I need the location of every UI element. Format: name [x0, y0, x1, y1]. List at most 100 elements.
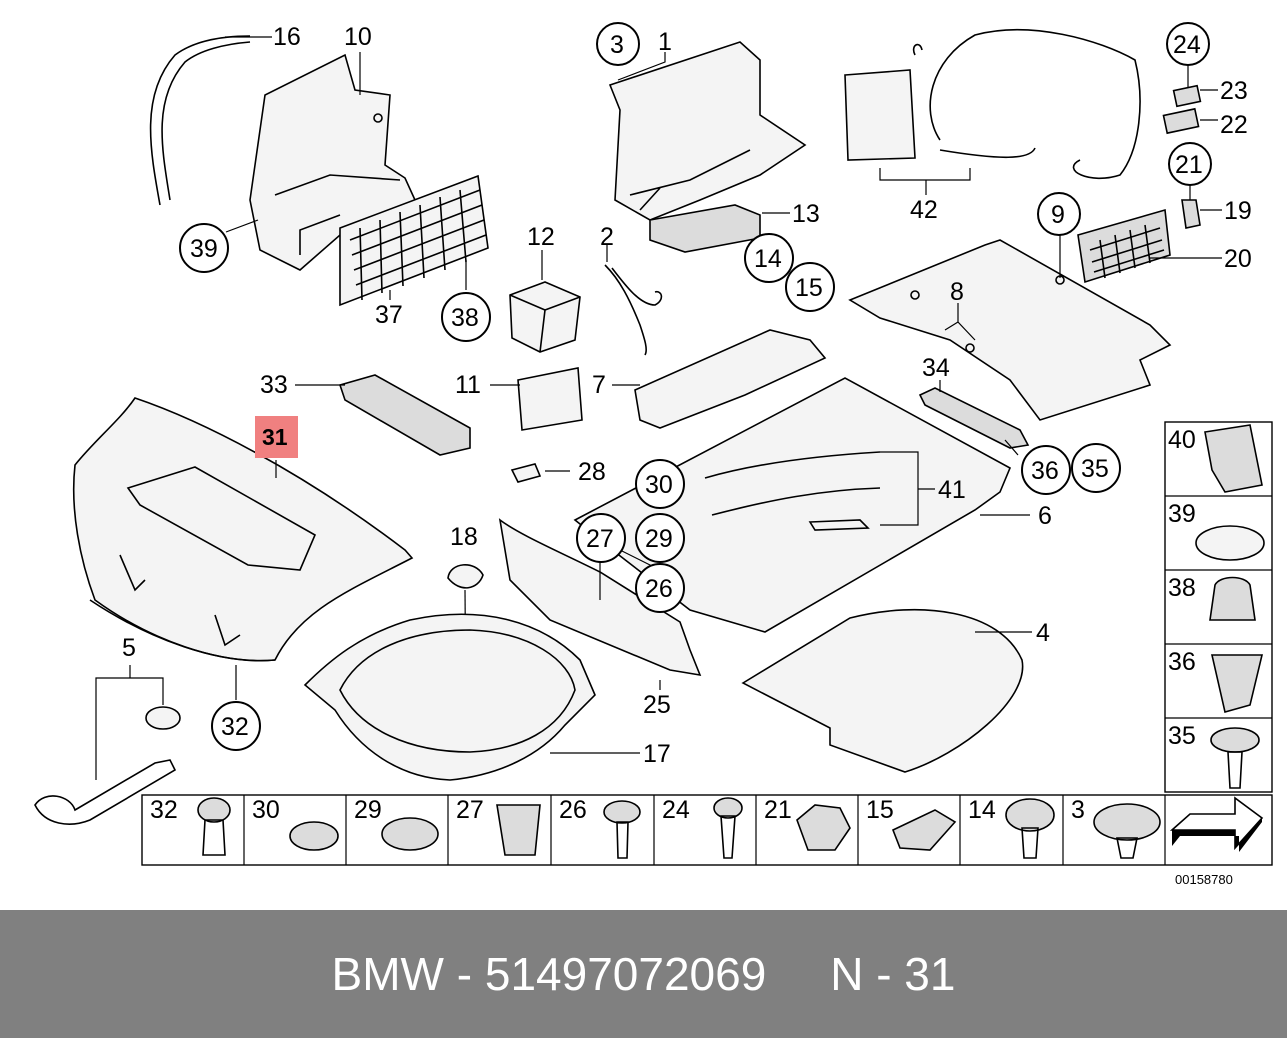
part-9-floor-panel [848, 239, 1172, 421]
part-12-tray [509, 281, 581, 353]
side-part-35-screw [1227, 751, 1243, 789]
part-31-lid-panel [72, 397, 414, 662]
part-17-wheel-well [303, 613, 596, 781]
label-15: 15 [795, 274, 823, 302]
strip-label-30: 30 [252, 796, 280, 824]
label-12: 12 [527, 223, 555, 251]
navigation-arrow-shadow [1172, 818, 1262, 852]
label-7: 7 [592, 371, 606, 399]
label-9: 9 [1051, 201, 1065, 229]
strip-label-21: 21 [764, 796, 792, 824]
part-41-strap-b [711, 487, 881, 516]
label-3: 3 [610, 31, 624, 59]
label-22: 22 [1220, 111, 1248, 139]
side-label-36: 36 [1168, 648, 1196, 676]
part-34-bracket [918, 387, 1030, 449]
strip-label-3: 3 [1071, 796, 1085, 824]
label-30: 30 [645, 471, 673, 499]
strip-label-29: 29 [354, 796, 382, 824]
footer-text: BMW - 51497072069 N - 31 [331, 948, 956, 1000]
part-5-cable [34, 759, 177, 825]
strip-part-3 [1093, 803, 1161, 841]
part-16-strip [149, 35, 251, 206]
side-label-40: 40 [1168, 426, 1196, 454]
label-4: 4 [1036, 619, 1050, 647]
label-18: 18 [450, 523, 478, 551]
highlight-31 [255, 416, 298, 458]
side-part-39 [1195, 525, 1265, 561]
part-41-strap-a [704, 451, 881, 479]
label-39: 39 [190, 235, 218, 263]
label-41: 41 [938, 476, 966, 504]
strip-part-24 [713, 797, 743, 819]
label-36: 36 [1031, 457, 1059, 485]
part-5-cap [145, 706, 181, 730]
side-label-39: 39 [1168, 500, 1196, 528]
part-31-detail [89, 554, 276, 662]
label-17: 17 [643, 740, 671, 768]
part-10-detail [274, 174, 401, 255]
side-part-38 [1209, 576, 1256, 621]
part-6-floor-mat [573, 377, 1012, 633]
part-7-trim-strip [634, 329, 827, 429]
strip-part-26 [603, 800, 641, 824]
part-12-detail [509, 294, 581, 353]
label-23: 23 [1220, 77, 1248, 105]
side-part-40 [1204, 424, 1263, 493]
label-24: 24 [1173, 31, 1201, 59]
footer-bar: BMW - 51497072069 N - 31 [0, 910, 1287, 1038]
diagram-reference-number: 00158780 [1175, 872, 1233, 887]
part-17-inner [339, 629, 576, 753]
side-label-38: 38 [1168, 574, 1196, 602]
part-37-net [339, 174, 489, 307]
part-22-clip [1162, 107, 1200, 135]
part-4-mat [741, 608, 1024, 773]
strip-label-14: 14 [968, 796, 996, 824]
label-19: 19 [1224, 197, 1252, 225]
label-42: 42 [910, 196, 938, 224]
label-25: 25 [643, 691, 671, 719]
label-38: 38 [451, 304, 479, 332]
bottom-fastener-strip: 32 30 29 27 26 24 21 15 14 3 [141, 794, 1273, 866]
footer-part-number: 51497072069 [484, 948, 767, 1000]
label-21: 21 [1175, 151, 1203, 179]
strip-part-32 [197, 797, 231, 823]
footer-position: N - 31 [830, 948, 956, 1000]
side-label-35: 35 [1168, 722, 1196, 750]
label-20: 20 [1224, 245, 1252, 273]
label-16: 16 [273, 23, 301, 51]
label-31: 31 [262, 424, 288, 450]
label-29: 29 [645, 525, 673, 553]
strip-label-15: 15 [866, 796, 894, 824]
part-1-trim-panel [608, 41, 807, 221]
part-10-hole [373, 113, 383, 123]
label-texts: 16 10 39 37 38 3 1 13 14 15 12 2 42 24 2… [122, 23, 1252, 768]
part-42-bag [844, 69, 916, 161]
part-19-plug [1181, 199, 1201, 229]
strip-part-15 [891, 809, 957, 851]
label-26: 26 [645, 575, 673, 603]
part-11-card [517, 367, 583, 431]
part-2-strap [604, 264, 663, 356]
label-32: 32 [221, 713, 249, 741]
label-11: 11 [455, 371, 481, 399]
footer-brand: BMW [331, 948, 444, 1000]
label-5: 5 [122, 634, 136, 662]
label-34: 34 [922, 354, 950, 382]
label-14: 14 [754, 245, 782, 273]
label-35: 35 [1081, 455, 1109, 483]
strip-label-32: 32 [150, 796, 178, 824]
callout-circles [179, 22, 1212, 751]
side-part-36 [1210, 654, 1264, 713]
label-28: 28 [578, 458, 606, 486]
part-18-cap [447, 564, 484, 589]
leader-lines [95, 36, 1222, 780]
strip-label-27: 27 [456, 796, 484, 824]
part-20-honeycomb [1077, 208, 1171, 284]
label-2: 2 [600, 223, 614, 251]
label-1: 1 [658, 28, 672, 56]
part-23-clip [1172, 84, 1202, 108]
part-1-detail [629, 149, 751, 211]
label-33: 33 [260, 371, 288, 399]
strip-part-29 [381, 817, 439, 851]
